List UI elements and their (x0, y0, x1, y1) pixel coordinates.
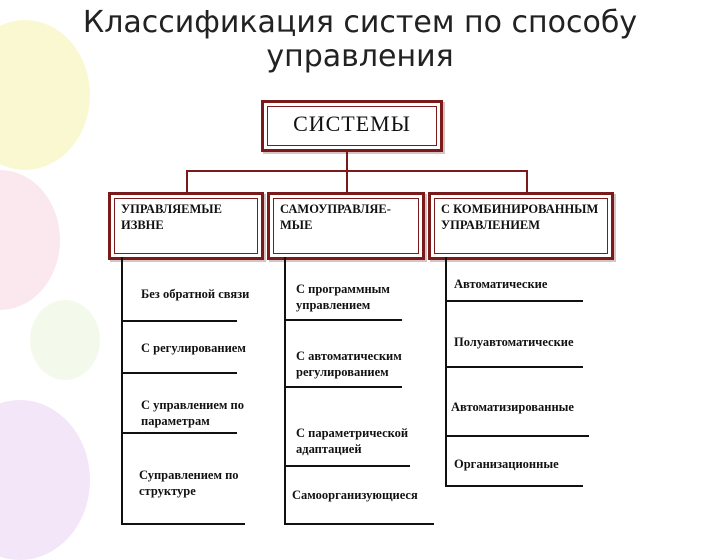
root-label: СИСТЕМЫ (293, 111, 411, 136)
item-underline (284, 319, 402, 321)
title-line-1: Классификация систем по способу (82, 5, 638, 40)
item-underline (121, 523, 245, 525)
root-box: СИСТЕМЫ (261, 100, 443, 152)
column-2-spine (284, 257, 286, 525)
item-underline (121, 320, 237, 322)
decor-balloon-purple (0, 400, 90, 560)
item-no-feedback: Без обратной связи (141, 287, 250, 301)
root-box-inner-border (267, 106, 437, 146)
item-self-organizing: Самоорганизующиеся (292, 488, 418, 502)
item-automated: Автоматизированные (451, 400, 574, 414)
column-3-spine (445, 257, 447, 487)
item-underline (284, 465, 410, 467)
item-organizational: Организационные (454, 457, 559, 471)
connector-root-stem (346, 149, 348, 171)
item-with-regulation: С регулированием (141, 341, 246, 355)
item-semi-automatic: Полуавтоматические (454, 335, 574, 349)
item-underline (445, 485, 583, 487)
connector-to-cat-3 (526, 170, 528, 192)
category-box-inner-border (434, 198, 608, 254)
category-label-combined: С КОМБИНИРОВАННЫМ УПРАВЛЕНИЕМ (441, 202, 599, 232)
category-box-external: УПРАВЛЯЕМЫЕ ИЗВНЕ (108, 192, 264, 260)
item-underline (445, 300, 583, 302)
item-underline (284, 386, 402, 388)
decor-balloon-green (30, 300, 100, 380)
item-underline (284, 523, 434, 525)
item-auto-regulation: С автоматическим регулированием (296, 349, 402, 379)
connector-to-cat-1 (186, 170, 188, 192)
column-1-spine (121, 257, 123, 525)
item-underline (121, 372, 237, 374)
page-title: Классификация систем по способу управлен… (0, 6, 720, 74)
item-program-control: С программным управлением (296, 282, 390, 312)
item-parametric-adaptation: С параметрической адаптацией (296, 426, 409, 456)
item-underline (445, 435, 589, 437)
item-underline (445, 366, 583, 368)
connector-horizontal (186, 170, 528, 172)
item-parameter-control: С управлением по параметрам (141, 398, 244, 428)
item-underline (121, 432, 237, 434)
category-box-self: САМОУПРАВЛЯЕ-МЫЕ (267, 192, 425, 260)
category-label-self: САМОУПРАВЛЯЕ-МЫЕ (280, 202, 391, 232)
item-automatic: Автоматические (454, 277, 548, 291)
connector-to-cat-2 (346, 170, 348, 192)
title-line-2: управления (266, 39, 454, 74)
category-box-inner-border (114, 198, 258, 254)
item-structure-control: Суправлением по структуре (139, 468, 239, 498)
category-label-external: УПРАВЛЯЕМЫЕ ИЗВНЕ (121, 202, 222, 232)
category-box-combined: С КОМБИНИРОВАННЫМ УПРАВЛЕНИЕМ (428, 192, 614, 260)
decor-balloon-pink (0, 170, 60, 310)
category-box-inner-border (273, 198, 419, 254)
